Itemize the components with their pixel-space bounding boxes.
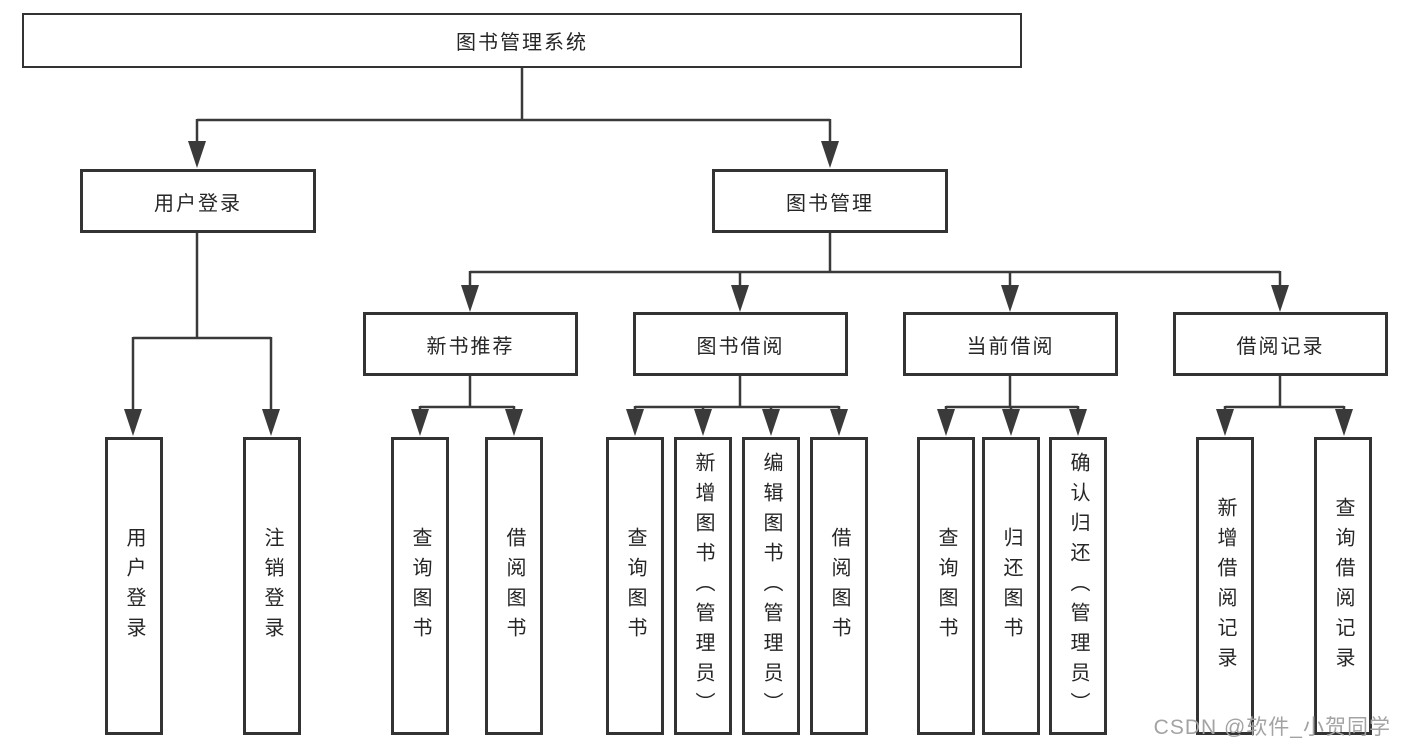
leaf-borrowing-query-books: 查询图书	[606, 437, 664, 735]
leaf-current-confirm-return-admin: 确认归还（管理员）	[1049, 437, 1107, 735]
node-root: 图书管理系统	[22, 13, 1022, 68]
node-current-borrowing: 当前借阅	[903, 312, 1118, 376]
leaf-records-add-record: 新增借阅记录	[1196, 437, 1254, 735]
leaf-borrowing-add-books-admin: 新增图书（管理员）	[674, 437, 732, 735]
leaf-current-return-books: 归还图书	[982, 437, 1040, 735]
leaf-logout: 注销登录	[243, 437, 301, 735]
csdn-watermark: CSDN @软件_小贺同学	[1153, 716, 1391, 739]
leaf-records-query-record: 查询借阅记录	[1314, 437, 1372, 735]
arrowhead-icons	[124, 141, 1353, 436]
node-book-borrowing: 图书借阅	[633, 312, 848, 376]
leaf-borrowing-edit-books-admin: 编辑图书（管理员）	[742, 437, 800, 735]
leaf-current-query-books: 查询图书	[917, 437, 975, 735]
leaf-newbooks-borrow-books: 借阅图书	[485, 437, 543, 735]
node-book-management-branch: 图书管理	[712, 169, 948, 233]
leaf-newbooks-query-books: 查询图书	[391, 437, 449, 735]
node-user-login-branch: 用户登录	[80, 169, 316, 233]
leaf-borrowing-borrow-books: 借阅图书	[810, 437, 868, 735]
node-borrowing-records: 借阅记录	[1173, 312, 1388, 376]
node-new-book-recommend: 新书推荐	[363, 312, 578, 376]
leaf-user-login: 用户登录	[105, 437, 163, 735]
